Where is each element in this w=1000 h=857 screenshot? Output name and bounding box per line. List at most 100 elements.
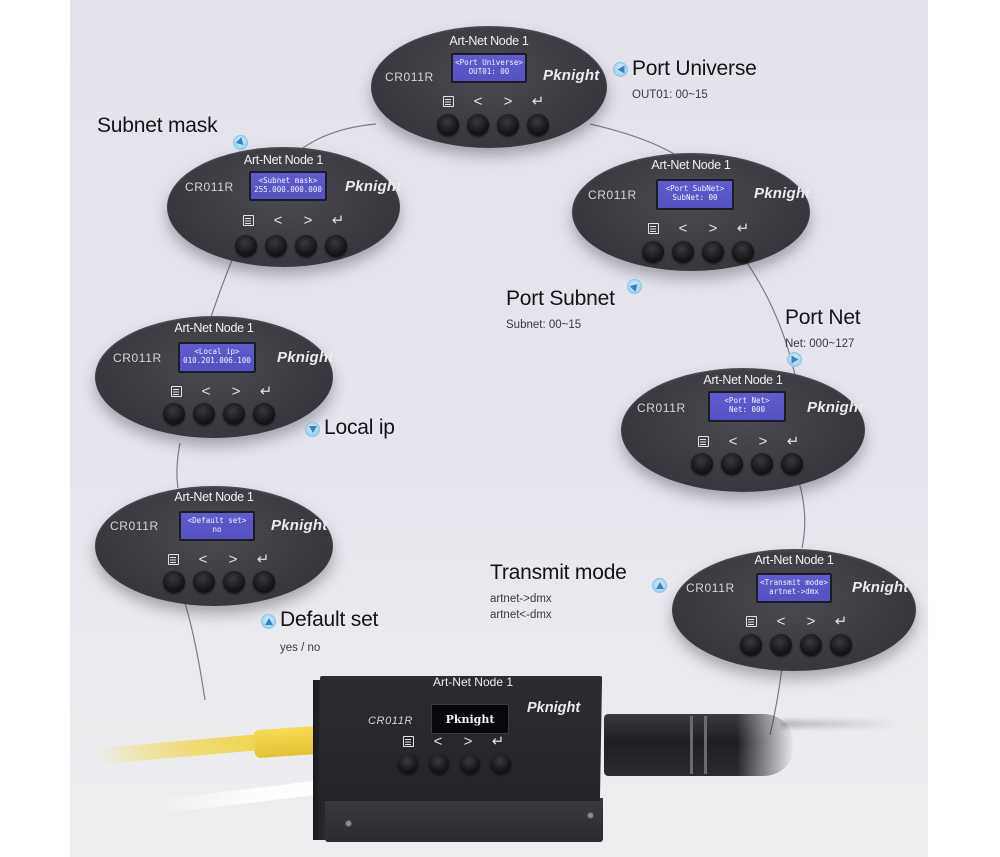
- menu-button[interactable]: [398, 754, 418, 774]
- callout-port-subnet: Port Subnet Subnet: 00~15: [506, 287, 615, 333]
- panel-local-ip: Art-Net Node 1 CR011R Pknight <Local ip>…: [95, 316, 333, 438]
- enter-button[interactable]: [253, 571, 275, 593]
- panel-model: CR011R: [588, 188, 637, 202]
- panel-brand: Pknight: [345, 178, 400, 195]
- right-button[interactable]: [751, 453, 773, 475]
- pointer-icon: [261, 614, 276, 629]
- panel-title: Art-Net Node 1: [243, 153, 324, 167]
- callout-default-set: Default set yes / no: [280, 608, 378, 656]
- chevron-right-icon: >: [303, 212, 313, 229]
- callout-transmit-mode: Transmit mode artnet->dmx artnet<-dmx: [490, 561, 627, 623]
- menu-icon: [433, 94, 463, 111]
- right-button[interactable]: [223, 403, 245, 425]
- left-button[interactable]: [770, 634, 792, 656]
- panel-port-net: Art-Net Node 1 CR011R Pknight <Port Net>…: [621, 368, 865, 492]
- chevron-left-icon: <: [433, 733, 443, 750]
- menu-button[interactable]: [437, 114, 459, 136]
- right-button[interactable]: [702, 241, 724, 263]
- lcd-line-1: <Local ip>: [194, 347, 240, 356]
- lcd-line-1: <Transmit mode>: [760, 578, 828, 587]
- left-button[interactable]: [193, 571, 215, 593]
- menu-button[interactable]: [163, 571, 185, 593]
- chevron-left-icon: <: [678, 220, 688, 237]
- menu-button[interactable]: [235, 235, 257, 257]
- callout-detail: yes / no: [280, 642, 321, 654]
- lcd-screen: <Transmit mode> artnet->dmx: [756, 573, 832, 603]
- enter-icon: ↵: [331, 212, 345, 229]
- lcd-screen: <Subnet mask> 255.000.000.000: [249, 171, 327, 201]
- left-button[interactable]: [721, 453, 743, 475]
- lcd-line-1: <Port Universe>: [455, 58, 523, 67]
- right-button[interactable]: [497, 114, 519, 136]
- lcd-line-2: 010.201.006.100: [183, 356, 251, 365]
- left-button[interactable]: [265, 235, 287, 257]
- right-button[interactable]: [460, 754, 480, 774]
- callout-heading: Port Net: [785, 306, 861, 329]
- left-button[interactable]: [672, 241, 694, 263]
- enter-icon: ↵: [834, 613, 848, 630]
- pointer-icon: [305, 422, 320, 437]
- callout-heading: Transmit mode: [490, 561, 627, 584]
- enter-icon: ↵: [531, 93, 545, 110]
- right-button[interactable]: [295, 235, 317, 257]
- callout-port-net: Port Net Net: 000~127: [785, 306, 861, 352]
- menu-button[interactable]: [740, 634, 762, 656]
- chevron-left-icon: <: [273, 212, 283, 229]
- pointer-icon: [787, 352, 802, 367]
- callout-detail: OUT01: 00~15: [632, 89, 708, 101]
- device-title: Art-Net Node 1: [432, 675, 514, 689]
- panel-brand: Pknight: [277, 349, 333, 366]
- lcd-line-1: <Port SubNet>: [665, 184, 725, 193]
- oled-display: Pknight: [431, 704, 509, 734]
- panel-model: CR011R: [110, 519, 159, 533]
- chevron-left-icon: <: [473, 93, 483, 110]
- panel-title: Art-Net Node 1: [449, 34, 529, 48]
- chevron-right-icon: >: [758, 433, 768, 450]
- panel-model: CR011R: [686, 581, 735, 595]
- callout-subnet-mask: Subnet mask: [97, 114, 218, 138]
- menu-button[interactable]: [642, 241, 664, 263]
- right-button[interactable]: [223, 571, 245, 593]
- artnet-node-device: Art-Net Node 1 CR011R Pknight Pknight < …: [313, 670, 603, 845]
- chevron-left-icon: <: [728, 433, 738, 450]
- lcd-line-1: <Subnet mask>: [258, 176, 318, 185]
- lcd-screen: <Default set> no: [179, 511, 255, 541]
- right-button[interactable]: [800, 634, 822, 656]
- menu-icon: [158, 552, 188, 569]
- panel-model: CR011R: [637, 401, 686, 415]
- panel-brand: Pknight: [807, 399, 864, 416]
- enter-icon: ↵: [259, 383, 273, 400]
- enter-button[interactable]: [325, 235, 347, 257]
- panel-transmit-mode: Art-Net Node 1 CR011R Pknight <Transmit …: [672, 549, 916, 671]
- panel-model: CR011R: [113, 351, 162, 365]
- enter-icon: ↵: [256, 551, 270, 568]
- screw-icon: [587, 812, 594, 819]
- enter-button[interactable]: [527, 114, 549, 136]
- enter-button[interactable]: [491, 754, 511, 774]
- panel-subnet-mask: Art-Net Node 1 CR011R Pknight <Subnet ma…: [167, 147, 400, 267]
- panel-brand: Pknight: [754, 185, 810, 202]
- enter-button[interactable]: [781, 453, 803, 475]
- menu-button[interactable]: [163, 403, 185, 425]
- panel-title: Art-Net Node 1: [651, 158, 731, 172]
- callout-port-universe: Port Universe OUT01: 00~15: [632, 57, 757, 103]
- left-button[interactable]: [193, 403, 215, 425]
- lcd-screen: <Port SubNet> SubNet: 00: [656, 179, 734, 210]
- menu-button[interactable]: [691, 453, 713, 475]
- panel-default-set: Art-Net Node 1 CR011R Pknight <Default s…: [95, 486, 333, 606]
- enter-button[interactable]: [830, 634, 852, 656]
- pointer-icon: [627, 279, 642, 294]
- enter-button[interactable]: [253, 403, 275, 425]
- lcd-screen: <Port Universe> OUT01: 00: [451, 53, 527, 83]
- callout-heading: Default set: [280, 608, 379, 631]
- enter-button[interactable]: [732, 241, 754, 263]
- panel-title: Art-Net Node 1: [754, 553, 834, 567]
- lcd-line-2: SubNet: 00: [672, 193, 718, 202]
- chevron-right-icon: >: [231, 383, 241, 400]
- callout-heading: Local ip: [324, 416, 395, 439]
- connector-shadow: [780, 720, 900, 728]
- enter-icon: ↵: [786, 433, 800, 450]
- left-button[interactable]: [429, 754, 449, 774]
- left-button[interactable]: [467, 114, 489, 136]
- panel-brand: Pknight: [852, 579, 909, 596]
